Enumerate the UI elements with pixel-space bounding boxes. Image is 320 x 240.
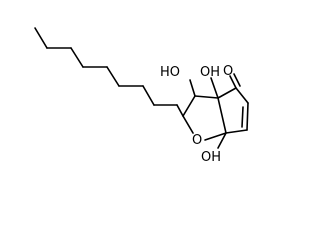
ring-oxygen-label: O	[192, 133, 202, 148]
chain-bond	[106, 66, 120, 87]
ring-bond	[217, 87, 237, 99]
cyclopentenone-ring	[217, 87, 249, 134]
carbonyl-bond	[233, 73, 241, 87]
alkyl-chain	[34, 27, 184, 117]
hydroxyl-label: OH	[201, 150, 221, 165]
structure-canvas: HO OH O O OH	[34, 27, 249, 165]
chain-bond	[70, 47, 84, 68]
hydroxyl-label: OH	[200, 65, 220, 80]
carbonyl-bond	[229, 75, 237, 89]
chain-bond	[142, 85, 155, 106]
ring-bond	[194, 95, 219, 99]
hydroxyl-bond	[217, 132, 227, 149]
furan-ring	[182, 95, 227, 141]
chain-bond	[176, 104, 184, 117]
ring-bond	[204, 132, 227, 141]
ketone-oxygen-label: O	[223, 64, 233, 79]
ring-bond	[225, 129, 248, 134]
double-bond-inner	[241, 106, 244, 128]
hydroxyl-bond	[189, 79, 196, 97]
chain-bond	[34, 27, 48, 49]
ring-bond	[182, 95, 196, 117]
ring-bond	[217, 97, 227, 134]
ring-bond	[246, 102, 249, 131]
ring-bond	[182, 115, 194, 134]
hydroxyl-label: HO	[160, 65, 180, 80]
ring-bond	[235, 87, 249, 104]
carbonyl-group	[229, 73, 241, 89]
hydroxyl-bond	[210, 77, 219, 99]
molecule-structure: HO OH O O OH	[34, 27, 249, 165]
